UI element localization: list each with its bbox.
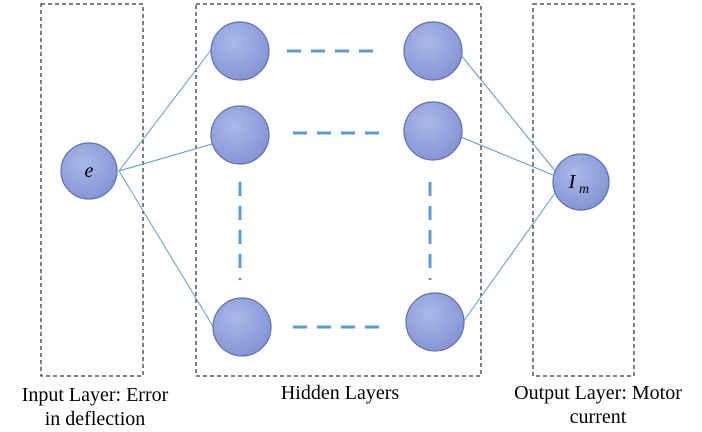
hidden-node-1-1 (210, 21, 270, 81)
edge-h22-output (460, 136, 554, 176)
input-node (60, 142, 118, 200)
hidden-node-1-2 (210, 105, 270, 165)
output-node-symbol: I (568, 171, 577, 193)
input-layer-label: Input Layer: Error in deflection (2, 383, 188, 431)
output-layer-label-line1: Output Layer: Motor (514, 382, 682, 404)
hidden-node-2-3 (405, 292, 465, 352)
input-layer-label-line1: Input Layer: Error (21, 384, 169, 406)
input-node-symbol: e (85, 160, 94, 182)
output-layer-label: Output Layer: Motor current (493, 381, 702, 429)
hidden-node-2-1 (403, 21, 463, 81)
edge-input-h12 (118, 143, 213, 172)
hidden-node-1-3 (212, 297, 272, 357)
edge-input-h11 (118, 49, 212, 172)
output-node (552, 153, 610, 211)
output-layer-label-line2: current (569, 406, 627, 428)
input-layer-box (40, 3, 144, 377)
edge-h21-output (459, 53, 557, 173)
edge-h23-output (462, 192, 556, 323)
output-layer-box (532, 3, 635, 377)
hidden-node-2-2 (403, 101, 463, 161)
hidden-layers-label: Hidden Layers (280, 382, 400, 404)
hidden-layers-box (195, 3, 482, 377)
hidden-dashes (238, 49, 432, 329)
edge-input-h13 (118, 170, 215, 329)
input-layer-label-line2: in deflection (44, 408, 146, 430)
edges (118, 49, 557, 329)
nodes (60, 21, 610, 357)
output-node-subscript: m (579, 182, 589, 197)
